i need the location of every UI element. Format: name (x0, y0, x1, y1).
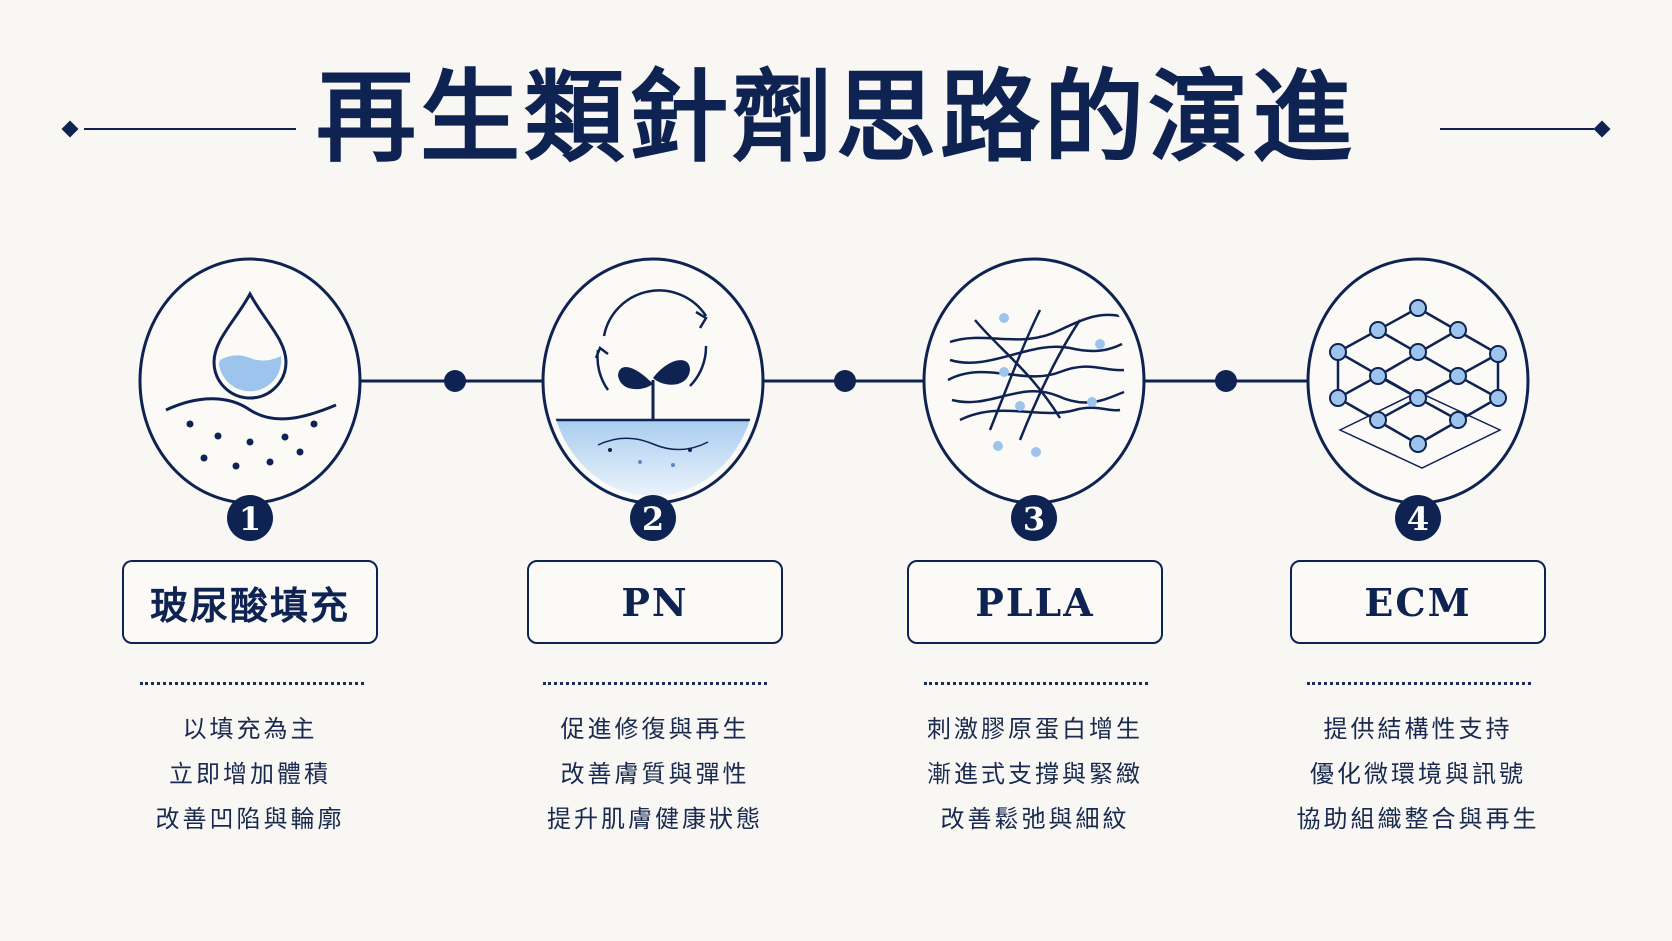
sprout-cycle-icon (541, 257, 765, 505)
timeline-graphic: 1 2 3 4 (138, 257, 1530, 541)
step-2-line-1: 促進修復與再生 (560, 715, 750, 743)
step-2-line-2: 改善膚質與彈性 (560, 760, 750, 788)
step-badge-2: 2 (630, 495, 676, 541)
water-drop-icon (138, 257, 362, 505)
divider-4 (1307, 682, 1531, 685)
fiber-network-icon (922, 257, 1146, 505)
step-3-line-3: 改善鬆弛與細紋 (940, 805, 1130, 833)
step-badge-4: 4 (1395, 495, 1441, 541)
step-number-3: 3 (1023, 500, 1045, 538)
step-3-line-2: 漸進式支撐與緊緻 (927, 760, 1143, 788)
step-1-line-2: 立即增加體積 (169, 760, 331, 788)
timeline-node (444, 370, 466, 392)
step-badge-3: 3 (1011, 495, 1057, 541)
step-3-line-1: 刺激膠原蛋白增生 (927, 715, 1143, 743)
step-1-line-3: 改善凹陷與輪廓 (155, 805, 345, 833)
divider-1 (140, 682, 364, 685)
step-1-line-1: 以填充為主 (182, 715, 318, 743)
timeline-node (834, 370, 856, 392)
step-4-line-2: 優化微環境與訊號 (1310, 760, 1526, 788)
step-2-line-3: 提升肌膚健康狀態 (547, 805, 763, 833)
step-number-2: 2 (642, 500, 664, 538)
step-4-line-1: 提供結構性支持 (1323, 715, 1513, 743)
step-badge-1: 1 (227, 495, 273, 541)
divider-2 (543, 682, 767, 685)
step-number-1: 1 (239, 500, 261, 538)
step-4-line-3: 協助組織整合與再生 (1296, 805, 1540, 833)
title-decoration (61, 120, 1611, 138)
title-rule-left (61, 120, 296, 138)
step-4-name: ECM (1290, 560, 1546, 644)
step-3-name: PLLA (907, 560, 1163, 644)
step-1-name: 玻尿酸填充 (122, 560, 378, 644)
step-number-4: 4 (1407, 500, 1429, 538)
page-title: 再生類針劑思路的演進 (316, 58, 1356, 176)
scaffold-lattice-icon (1306, 257, 1530, 505)
timeline-connectors (360, 370, 1308, 392)
step-2-name: PN (527, 560, 783, 644)
timeline-node (1215, 370, 1237, 392)
divider-3 (924, 682, 1148, 685)
